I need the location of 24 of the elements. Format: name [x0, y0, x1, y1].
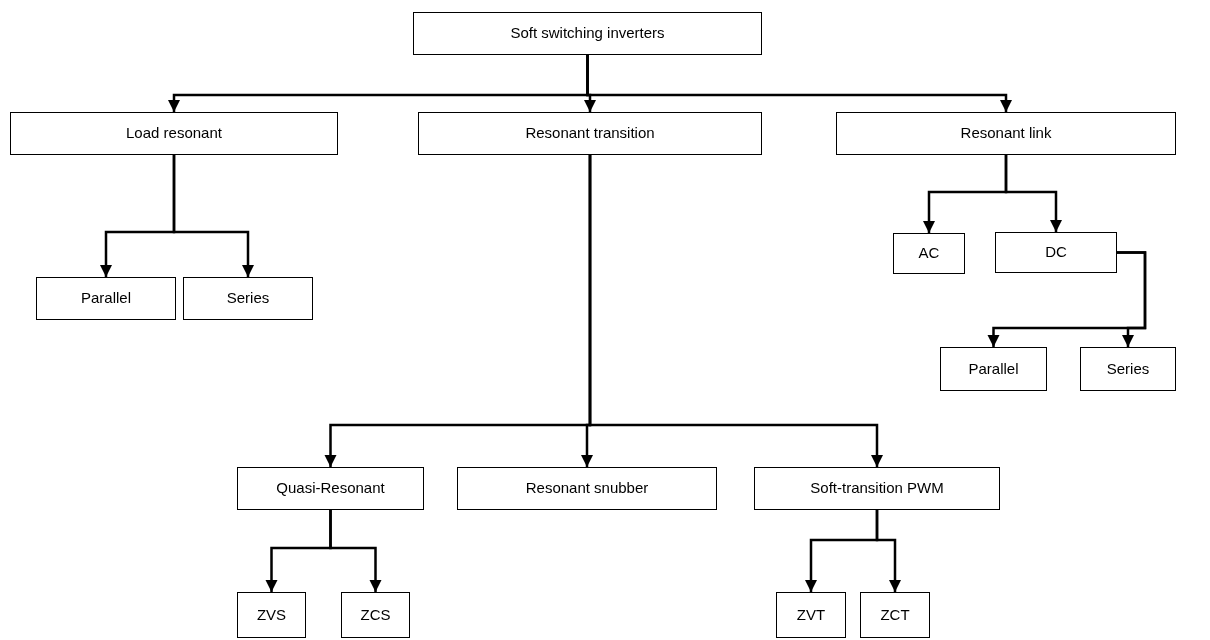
category-box: ZCS: [341, 592, 410, 638]
category-box: Series: [183, 277, 313, 320]
arrow: [1117, 251, 1147, 347]
category-box: DC: [995, 232, 1117, 273]
category-box: ZVS: [237, 592, 306, 638]
arrow: [172, 155, 255, 277]
arrow: [588, 155, 884, 467]
category-box: Parallel: [36, 277, 176, 320]
category-box: Resonant transition: [418, 112, 762, 155]
category-box: Quasi-Resonant: [237, 467, 424, 510]
category-box: AC: [893, 233, 965, 274]
arrow: [586, 55, 1013, 112]
category-box: Soft switching inverters: [413, 12, 762, 55]
category-box: Resonant link: [836, 112, 1176, 155]
category-box: Parallel: [940, 347, 1047, 391]
category-box: ZCT: [860, 592, 930, 638]
category-box: ZVT: [776, 592, 846, 638]
category-box: Series: [1080, 347, 1176, 391]
category-box: Resonant snubber: [457, 467, 717, 510]
category-box: Load resonant: [10, 112, 338, 155]
category-box: Soft-transition PWM: [754, 467, 1000, 510]
arrow: [1004, 155, 1063, 232]
arrow: [329, 510, 382, 592]
arrow: [875, 510, 902, 592]
